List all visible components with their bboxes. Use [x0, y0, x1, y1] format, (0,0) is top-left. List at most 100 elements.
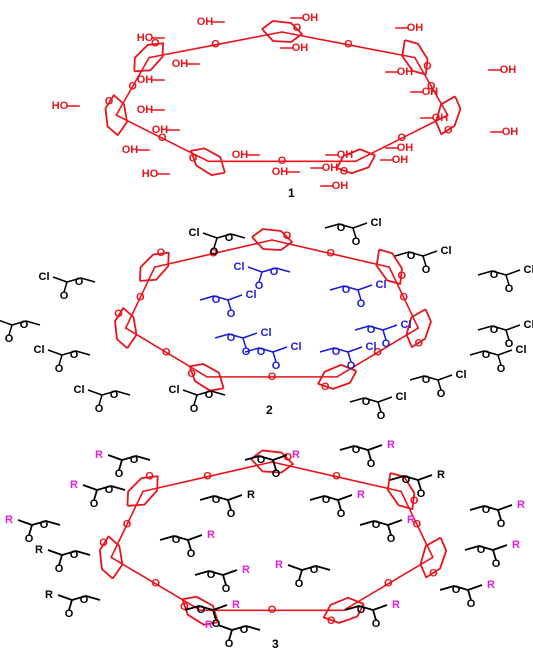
- substituent-r-label: R: [45, 589, 53, 601]
- ring-oxygen-label: O: [189, 152, 198, 164]
- carbonyl-bond: [228, 629, 233, 641]
- ester-oxygen-label: O: [452, 584, 461, 596]
- carbonyl-bond: [492, 549, 497, 561]
- ring-oxygen-label: O: [429, 568, 438, 580]
- chloro-label: Cl: [291, 341, 302, 353]
- ring-oxygen-label: O: [187, 368, 196, 380]
- carbonyl-oxygen-label: O: [372, 618, 381, 630]
- ester-oxygen-label: O: [367, 324, 376, 336]
- hydroxyl-label: OH: [137, 74, 154, 86]
- glycosidic-bond: [271, 461, 338, 478]
- ring-oxygen-label: O: [340, 165, 349, 177]
- carbonyl-bond: [372, 609, 377, 621]
- ester-chain: [309, 494, 353, 501]
- substituent-r-label: R: [242, 564, 250, 576]
- glucose-ring: [251, 228, 293, 251]
- ester-oxygen-label: O: [332, 346, 341, 358]
- carbonyl-bond: [242, 337, 247, 349]
- chloro-label: Cl: [234, 261, 245, 273]
- ester-oxygen-label: O: [75, 276, 84, 288]
- carbonyl-bond: [213, 237, 218, 249]
- carbonyl-bond: [58, 554, 63, 566]
- glucose-ring: [250, 449, 294, 474]
- ester-chain: [182, 389, 226, 396]
- ester-chain: [199, 294, 243, 301]
- ester-oxygen-label: O: [172, 534, 181, 546]
- ester-chain: [87, 389, 131, 396]
- chloro-label: Cl: [456, 369, 467, 381]
- glucose-ring: [190, 147, 226, 176]
- substituent-r-label: R: [407, 514, 415, 526]
- carbonyl-oxygen-label: O: [222, 583, 231, 595]
- ester-chain: [199, 494, 243, 501]
- compound-2-chloroacetylated-cyclodextrin: OOOOOOOOOOOOOOOOClOOClOOClOOClOOClOOClOO…: [0, 217, 533, 422]
- glycosidic-bond: [131, 56, 150, 88]
- carbonyl-oxygen-label: O: [387, 533, 396, 545]
- ester-chain: [464, 544, 508, 551]
- carbonyl-oxygen-label: O: [272, 360, 281, 372]
- substituent-r-label: R: [70, 479, 78, 491]
- glycosidic-bond: [414, 56, 433, 88]
- glucose-ring: [317, 363, 358, 390]
- ester-oxygen-label: O: [422, 374, 431, 386]
- ester-chain: [329, 284, 373, 291]
- carbonyl-bond: [193, 394, 198, 406]
- chloro-label: Cl: [169, 384, 180, 396]
- glycosidic-bond: [402, 296, 420, 329]
- hydroxyl-label: OH: [337, 149, 354, 161]
- glycosidic-bond: [154, 583, 202, 612]
- ester-chain: [247, 266, 291, 273]
- carbonyl-bond: [387, 524, 392, 536]
- ring-oxygen-label: O: [415, 337, 424, 349]
- carbonyl-bond: [63, 281, 68, 293]
- carbonyl-oxygen-label: O: [497, 363, 506, 375]
- glycosidic-bond: [387, 556, 434, 585]
- ester-oxygen-label: O: [227, 332, 236, 344]
- glycosidic-bond: [115, 85, 134, 116]
- carbonyl-bond: [187, 539, 192, 551]
- ester-oxygen-label: O: [337, 222, 346, 234]
- glycosidic-bond: [347, 44, 416, 59]
- substituent-r-label: R: [5, 514, 13, 526]
- glycosidic-bond: [342, 583, 390, 612]
- glycosidic-oxygen-label: O: [128, 80, 137, 92]
- ester-chain: [394, 250, 438, 257]
- carbonyl-oxygen-label: O: [190, 403, 199, 415]
- glycosidic-oxygen-label: O: [278, 155, 287, 167]
- carbonyl-oxygen-label: O: [65, 608, 74, 620]
- hydroxyl-label: OH: [292, 42, 309, 54]
- hydroxyl-label: OH: [232, 149, 249, 161]
- glycosidic-bond: [329, 252, 391, 268]
- ester-oxygen-label: O: [197, 604, 206, 616]
- glucose-ring: [405, 308, 432, 348]
- carbonyl-bond: [382, 329, 387, 341]
- glycosidic-oxygen-label: O: [158, 132, 167, 144]
- carbonyl-oxygen-label: O: [377, 410, 386, 422]
- ring-oxygen-label: O: [99, 537, 108, 549]
- glycosidic-bond: [206, 461, 273, 478]
- ring-oxygen-label: O: [283, 452, 292, 464]
- chloro-label: Cl: [524, 319, 533, 331]
- ring-oxygen-label: O: [327, 615, 336, 627]
- glycosidic-bond: [416, 523, 434, 559]
- glycosidic-oxygen-label: O: [211, 39, 220, 51]
- hydroxyl-label: OH: [197, 16, 214, 28]
- carbonyl-oxygen-label: O: [505, 338, 514, 350]
- glycosidic-bond: [139, 266, 156, 299]
- carbonyl-oxygen-label: O: [255, 280, 264, 292]
- glycosidic-oxygen-label: O: [209, 247, 218, 259]
- glycosidic-oxygen-label: O: [427, 80, 436, 92]
- glycosidic-bond: [281, 31, 350, 46]
- ester-oxygen-label: O: [20, 319, 29, 331]
- ester-oxygen-label: O: [490, 324, 499, 336]
- ester-oxygen-label: O: [310, 564, 319, 576]
- ester-oxygen-label: O: [357, 604, 366, 616]
- chloro-label: Cl: [371, 217, 382, 229]
- carbonyl-oxygen-label: O: [25, 533, 34, 545]
- ester-chain: [184, 604, 228, 611]
- ring-oxygen-label: O: [145, 470, 154, 482]
- glycosidic-bond: [376, 327, 420, 354]
- carbonyl-oxygen-label: O: [347, 360, 356, 372]
- glycosidic-bond: [110, 523, 128, 559]
- ring-oxygen-label: O: [444, 125, 453, 137]
